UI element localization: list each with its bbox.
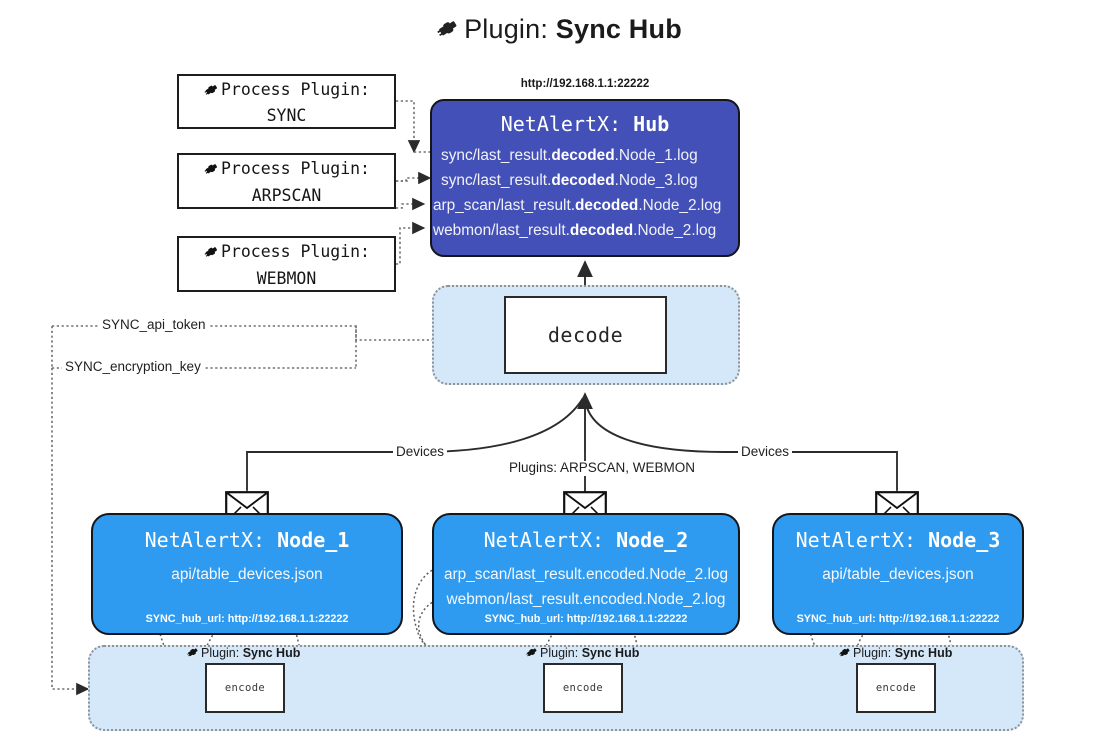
title-prefix: Plugin: (464, 14, 556, 44)
encode-box[interactable]: encode (205, 663, 285, 713)
sync-encryption-key-label: SYNC_encryption_key (62, 359, 204, 375)
node-line: webmon/last_result.encoded.Node_2.log (446, 591, 726, 609)
process-plugin-label: Process Plugin: (220, 242, 370, 262)
decode-box[interactable]: decode (504, 296, 667, 374)
node-line-list: api/table_devices.json (93, 562, 401, 587)
node-line: api/table_devices.json (171, 566, 323, 583)
hub-log-list: sync/last_result.decoded.Node_1.log sync… (432, 143, 738, 243)
plug-icon (203, 243, 220, 266)
log-pre: sync/last_result. (441, 147, 552, 164)
node-title-name: Node_1 (277, 528, 350, 552)
node-footer: SYNC_hub_url: http://192.168.1.1:22222 (145, 613, 349, 625)
plugin-caption: Plugin: Sync Hub (838, 645, 952, 662)
hub-box[interactable]: NetAlertX: Hub sync/last_result.decoded.… (430, 99, 740, 257)
plugin-caption-prefix: Plugin: (853, 646, 895, 660)
encode-box[interactable]: encode (543, 663, 623, 713)
log-pre: webmon/last_result. (433, 222, 570, 240)
edge-label-devices-right: Devices (738, 444, 793, 460)
hub-log-line: sync/last_result.decoded.Node_3.log (441, 168, 738, 193)
node-title-prefix: NetAlertX: (483, 528, 617, 552)
edge-label-devices-left: Devices (393, 444, 448, 460)
process-plugin-box-webmon[interactable]: Process Plugin: WEBMON (177, 236, 396, 292)
node-title-prefix: NetAlertX: (144, 528, 278, 552)
plug-icon (435, 15, 461, 48)
plugin-caption-prefix: Plugin: (201, 646, 243, 660)
process-plugin-line1: Process Plugin: (203, 157, 370, 183)
node-title: NetAlertX: Node_1 (93, 528, 401, 552)
node-footer: SYNC_hub_url: http://192.168.1.1:22222 (796, 613, 1000, 625)
node-box-node-1[interactable]: NetAlertX: Node_1 api/table_devices.json… (91, 513, 403, 635)
hub-log-line: arp_scan/last_result.decoded.Node_2.log (433, 193, 738, 218)
log-pre: sync/last_result. (441, 172, 552, 190)
plugin-caption-name: Sync Hub (242, 646, 301, 660)
process-plugin-box-sync[interactable]: Process Plugin: SYNC (177, 74, 396, 129)
node-title: NetAlertX: Node_2 (434, 528, 738, 552)
process-plugin-label: Process Plugin: (220, 79, 370, 99)
log-mid: decoded (551, 147, 615, 164)
hub-title-prefix: NetAlertX: (500, 112, 634, 136)
sync-api-token-label: SYNC_api_token (99, 317, 209, 333)
process-plugin-name: ARPSCAN (251, 185, 322, 205)
node-line-list: arp_scan/last_result.encoded.Node_2.log … (434, 562, 738, 613)
hub-log-line: webmon/last_result.decoded.Node_2.log (433, 218, 738, 243)
hub-title-name: Hub (633, 112, 670, 136)
plug-icon (186, 645, 200, 662)
node-title: NetAlertX: Node_3 (774, 528, 1022, 552)
plugin-caption-name: Sync Hub (581, 646, 640, 660)
node-line: api/table_devices.json (822, 566, 974, 583)
node-box-node-3[interactable]: NetAlertX: Node_3 api/table_devices.json… (772, 513, 1024, 635)
plugin-caption-name: Sync Hub (894, 646, 953, 660)
edge-label-plugins-center: Plugins: ARPSCAN, WEBMON (506, 460, 699, 476)
node-box-node-2[interactable]: NetAlertX: Node_2 arp_scan/last_result.e… (432, 513, 740, 635)
plugin-caption: Plugin: Sync Hub (525, 645, 639, 662)
node-line: arp_scan/last_result.encoded.Node_2.log (443, 566, 729, 583)
hub-title: NetAlertX: Hub (432, 112, 738, 136)
plugin-caption-prefix: Plugin: (540, 646, 582, 660)
hub-url-label: http://192.168.1.1:22222 (520, 78, 650, 90)
log-pre: arp_scan/last_result. (433, 197, 576, 215)
plug-icon (203, 160, 220, 183)
log-mid: decoded (575, 197, 639, 215)
plug-icon (525, 645, 539, 662)
node-title-name: Node_3 (928, 528, 1001, 552)
log-post: .Node_2.log (638, 197, 722, 215)
process-plugin-label: Process Plugin: (220, 159, 370, 179)
node-title-name: Node_2 (616, 528, 689, 552)
process-plugin-line1: Process Plugin: (203, 78, 370, 104)
page-title: Plugin: Sync Hub (0, 14, 1117, 48)
node-footer: SYNC_hub_url: http://192.168.1.1:22222 (484, 613, 688, 625)
node-line-list: api/table_devices.json (774, 562, 1022, 587)
process-plugin-line1: Process Plugin: (203, 240, 370, 266)
process-plugin-box-arpscan[interactable]: Process Plugin: ARPSCAN (177, 153, 396, 209)
plug-icon (203, 81, 220, 104)
plug-icon (838, 645, 852, 662)
process-plugin-name: WEBMON (256, 268, 317, 288)
title-name: Sync Hub (555, 14, 682, 44)
hub-log-line: sync/last_result.decoded.Node_1.log (441, 143, 738, 168)
log-post: .Node_1.log (614, 147, 698, 164)
process-plugin-name: SYNC (266, 106, 307, 125)
log-post: .Node_3.log (614, 172, 698, 190)
plugin-caption: Plugin: Sync Hub (186, 645, 300, 662)
encode-box[interactable]: encode (856, 663, 936, 713)
node-title-prefix: NetAlertX: (795, 528, 929, 552)
log-mid: decoded (551, 172, 615, 190)
log-post: .Node_2.log (633, 222, 717, 240)
log-mid: decoded (569, 222, 634, 240)
